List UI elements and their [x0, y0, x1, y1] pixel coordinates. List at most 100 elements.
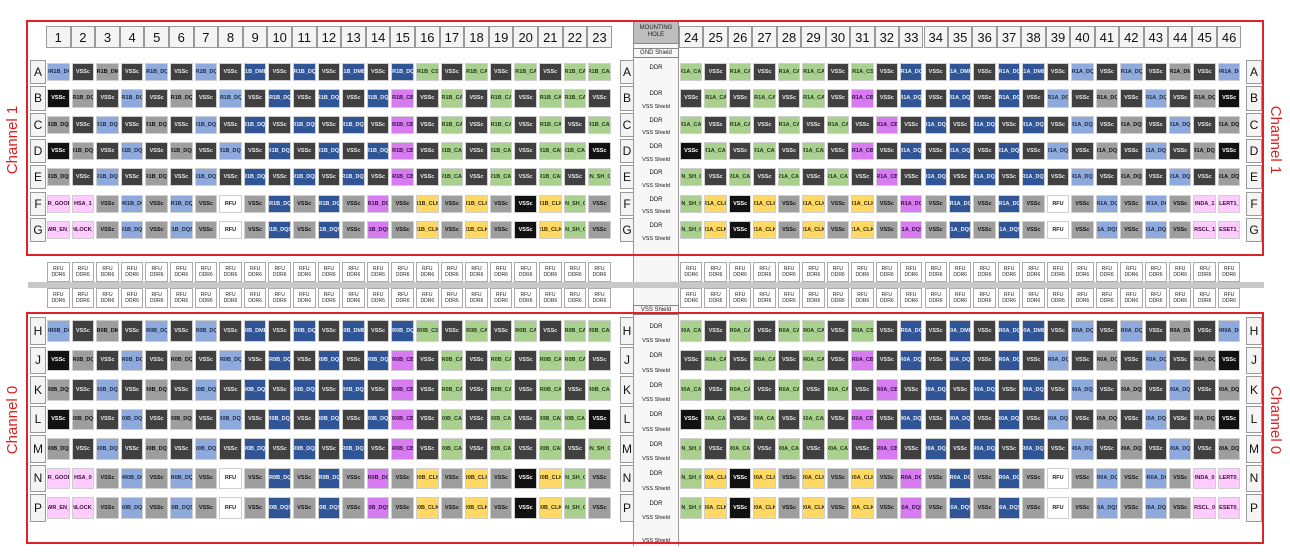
pin-cell: DDR1A_CA[9]	[728, 115, 752, 134]
pin-cell: DDR1B_DQ[1]	[145, 63, 168, 82]
pin-cell: VSSc	[170, 379, 193, 401]
rfu-cell: RFU DDR6	[440, 262, 464, 282]
pin-cell: DDR0A_CLK2_t	[704, 467, 727, 489]
pin-cell: RSCL_0	[1193, 497, 1216, 519]
rfu-cell: RFU DDR6	[539, 288, 562, 308]
pin-cell: DDR1A_DQ[24]	[948, 141, 972, 161]
pin-cell: VSSc	[465, 115, 488, 134]
pin-cell: DDR0A_CA[15]	[704, 408, 727, 430]
pin-cell: DDR1B_DQS3	[317, 194, 341, 213]
pin-cell: VSSc	[366, 115, 390, 134]
pin-cell: DDR1B_CLK2_c	[539, 220, 562, 240]
pin-cell: VSSc	[391, 497, 414, 519]
pin-cell: VSSc	[1144, 320, 1167, 342]
pin-cell: VSSc	[243, 194, 267, 213]
pin-cell: DDR1B_DQ0	[47, 63, 70, 82]
rfu-cell: RFU DDR6	[317, 262, 341, 282]
pin-cell: VSSc	[219, 438, 242, 460]
pin-cell: VSSc	[900, 115, 923, 134]
column-header-27: 27	[752, 26, 777, 48]
row-label-d-mid: D	[620, 138, 634, 164]
pin-cell: VSSc	[71, 63, 95, 82]
pin-cell: DDR0A_DQS	[1144, 467, 1167, 489]
column-header-24: 24	[679, 26, 704, 48]
rfu-cell: RFU DDR6	[875, 288, 899, 308]
pin-cell: VSSc	[391, 220, 414, 240]
pin-cell: VSSc	[1169, 349, 1192, 371]
pin-cell: DDR0A_DQ[12]	[1217, 379, 1241, 401]
pin-cell: VSSc	[514, 408, 537, 430]
pin-cell: VSSc	[875, 349, 899, 371]
shield-label: VSS Shield	[642, 130, 670, 137]
column-header-9: 9	[242, 26, 268, 48]
pin-cell: VSSc	[1046, 379, 1070, 401]
pin-cell: VSSc	[875, 408, 899, 430]
pin-cell: DDR0A_CA[0]	[826, 379, 850, 401]
pin-cell: DDR1B_DQ[22]	[219, 141, 242, 161]
rfu-cell: RFU DDR6	[145, 262, 168, 282]
pin-cell: DDR0B_DQ[17]	[293, 379, 316, 401]
rfu-cell: RFU DDR6	[777, 262, 801, 282]
pin-cell: RFU	[219, 194, 242, 213]
pin-cell: VSSc	[588, 89, 611, 108]
pin-cell: DDR1B_CA[17]	[489, 168, 513, 187]
pin-cell: DDR0A_CBD0	[851, 349, 874, 371]
pin-cell: DDR0B_DQ[15]	[194, 379, 218, 401]
pin-cell: VSSc	[1120, 467, 1143, 489]
pin-cell: VSSc	[728, 220, 752, 240]
pin-cell: DDR0B_DQ[3]	[194, 320, 218, 342]
pin-cell: VSSc	[826, 63, 850, 82]
pin-cell: DDR0B_CBD0	[391, 349, 414, 371]
pin-cell: DDR0B_CA[0]	[440, 379, 464, 401]
column-header-45: 45	[1192, 26, 1217, 48]
row-label-c: C	[30, 112, 46, 137]
pin-cell: DDR0B_CA[1]	[440, 349, 464, 371]
rfu-cell: RFU DDR6	[1022, 288, 1045, 308]
pin-cell: VSSc	[1144, 63, 1167, 82]
row-label-p-mid: P	[620, 494, 634, 522]
pin-cell: DDR0B_DQ[5]	[170, 349, 193, 371]
pin-cell: DDR0B_DQ[21]	[170, 408, 193, 430]
pin-cell: VSSc	[243, 349, 267, 371]
pin-cell: RFU	[219, 497, 242, 519]
pin-cell: DDR1B_CA[10]	[588, 63, 611, 82]
pin-cell: DDR1B_CA[9]	[539, 115, 562, 134]
pin-cell: DDR0B_DMB1_n	[243, 320, 267, 342]
pin-cell: VSSc	[465, 379, 488, 401]
pin-cell: DDR0A_DQS1_c	[1095, 497, 1119, 519]
pin-cell: DDR0A_CA[13]	[802, 408, 825, 430]
pin-cell: VSSc	[268, 63, 291, 82]
column-header-46: 46	[1216, 26, 1242, 48]
pin-cell: PWR_EN_0	[47, 497, 70, 519]
pin-cell: VSSc	[851, 168, 874, 187]
pin-cell: VIN_SH_C4	[680, 194, 703, 213]
pin-cell: VSSc	[440, 194, 464, 213]
pin-cell: DDR1A_DQ[18]	[924, 115, 947, 134]
pin-cell: DDR0A_CA[6]	[777, 320, 801, 342]
pin-cell: VSSc	[588, 349, 611, 371]
row-label-g: G	[30, 217, 46, 243]
pin-cell: DDR0A_CLK2_c	[704, 497, 727, 519]
pin-cell: RFU	[1046, 194, 1070, 213]
pin-cell: VSSc	[465, 89, 488, 108]
pin-cell: VSSc	[1071, 467, 1094, 489]
pin-cell: VSSc	[900, 379, 923, 401]
pin-cell: DDR0A_CA[2]	[777, 379, 801, 401]
mid-ddr-label: DDR	[649, 471, 663, 478]
shield-label: VSS Shield	[642, 104, 670, 111]
pin-cell: DDR0A_DQ[31]	[973, 438, 996, 460]
row-label-a-right: A	[1246, 60, 1262, 85]
pin-cell: DDR1B_CA[13]	[489, 141, 513, 161]
rfu-cell: RFU DDR6	[826, 262, 850, 282]
pin-cell: VSSc	[777, 349, 801, 371]
pin-cell: DDR1A_DQ[31]	[973, 168, 996, 187]
column-header-14: 14	[365, 26, 391, 48]
pin-cell: VSSc	[802, 115, 825, 134]
pin-cell: DDR1B_DQ[30]	[243, 168, 267, 187]
pin-cell: VSSc	[826, 320, 850, 342]
pin-cell: DDR1B_DQ[29]	[194, 168, 218, 187]
pin-cell: DDR1B_DQ[7]	[219, 89, 242, 108]
pin-cell: DDR1A_DQ[22]	[1046, 141, 1070, 161]
pin-cell: DDR0B_CLK0_t	[416, 467, 439, 489]
pin-cell: DDR1A_DQ[30]	[1022, 168, 1045, 187]
